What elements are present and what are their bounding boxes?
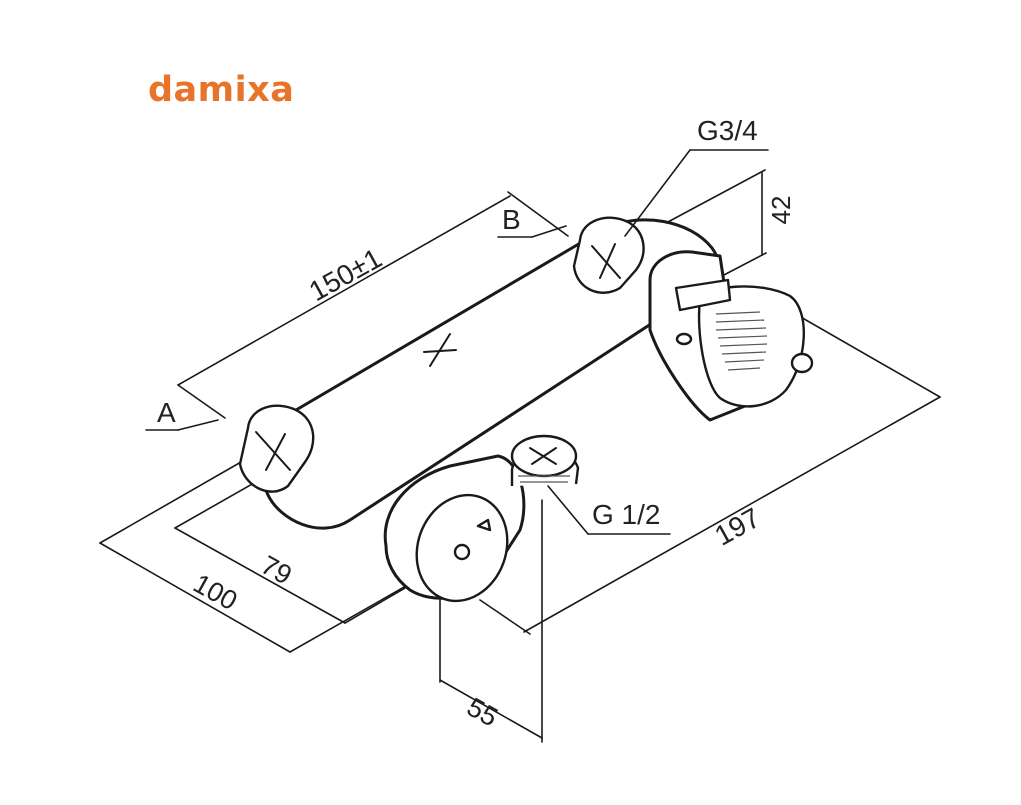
callout-g34-label: G3/4: [697, 115, 758, 146]
mixer-body: [238, 216, 814, 603]
dimension-55-label: 55: [462, 692, 503, 733]
dimension-150-label: 150±1: [304, 242, 387, 307]
callout-g34: G3/4: [624, 115, 769, 237]
dimension-100: 100: [99, 457, 421, 653]
dimension-197-label: 197: [709, 502, 765, 552]
flow-handle: [383, 454, 526, 603]
callout-g12: G 1/2: [547, 485, 671, 535]
thermostat-knob: [648, 250, 814, 422]
callout-a: A: [145, 397, 219, 431]
inlet-nut-a: [238, 404, 315, 493]
dimension-42: 42: [637, 169, 796, 277]
callout-a-label: A: [157, 397, 176, 428]
outlet-fitting-g12: [510, 434, 580, 486]
callout-g12-label: G 1/2: [592, 499, 660, 530]
dimension-197: 197: [479, 311, 941, 635]
callout-b-label: B: [502, 204, 521, 235]
dimension-79-label: 79: [256, 550, 297, 591]
inlet-nut-b: [572, 216, 645, 294]
brand-logo: damixa: [148, 70, 295, 110]
dimension-100-label: 100: [188, 568, 242, 616]
dimension-42-label: 42: [766, 196, 796, 225]
callout-b: B: [497, 204, 567, 238]
